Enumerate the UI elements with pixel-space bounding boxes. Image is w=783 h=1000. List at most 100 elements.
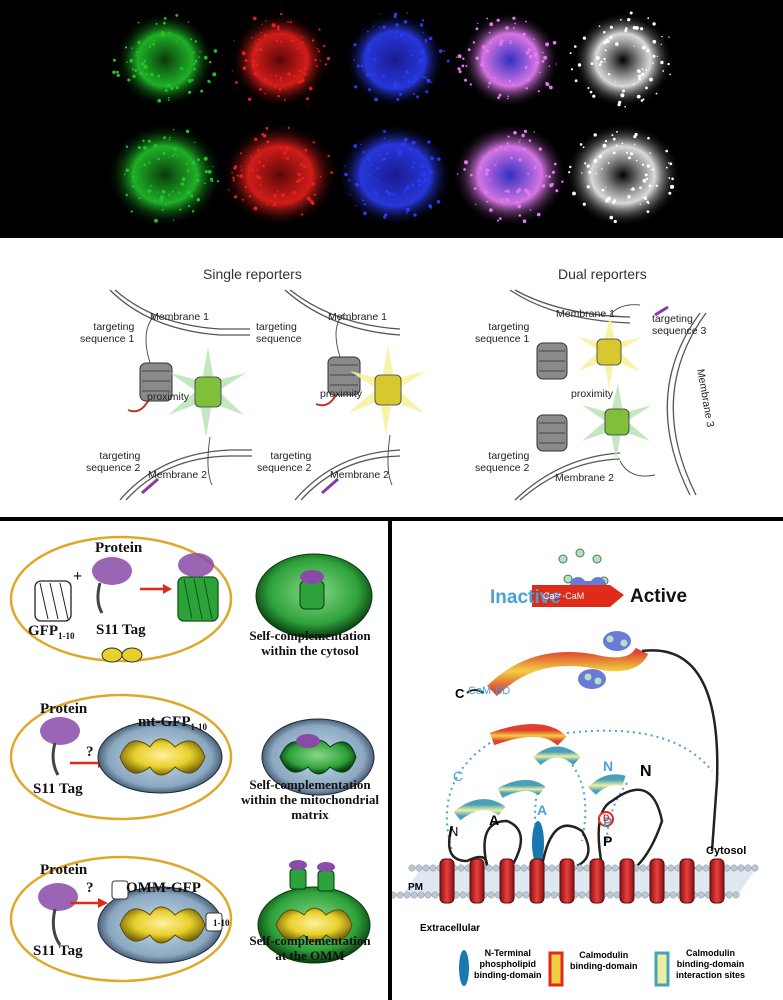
micrograph-speck <box>353 43 357 47</box>
micrograph-speck <box>150 184 153 187</box>
micrograph-speck <box>135 176 138 178</box>
micrograph-speck <box>137 21 140 24</box>
micrograph-speck <box>265 126 269 130</box>
micrograph-speck <box>465 65 468 67</box>
micrograph-speck <box>187 79 192 83</box>
micrograph-speck <box>257 175 262 180</box>
micrograph-speck <box>405 70 409 74</box>
micrograph-speck <box>180 75 182 77</box>
lipid-head <box>459 891 467 899</box>
d-residue <box>598 811 614 827</box>
cytosol-reporter <box>299 570 325 610</box>
micrograph-speck <box>181 177 186 182</box>
lipid-head <box>641 891 649 899</box>
legend-n-terminal-icon <box>459 950 469 986</box>
micrograph-speck <box>388 203 392 207</box>
micrograph-speck <box>625 151 629 154</box>
micrograph-speck <box>161 31 165 35</box>
micrograph-speck <box>312 141 315 144</box>
micrograph-speck <box>385 190 389 194</box>
micrograph-speck <box>389 156 391 159</box>
micrograph-speck <box>371 73 375 77</box>
micrograph-speck <box>628 18 631 20</box>
micrograph-speck <box>258 160 262 164</box>
micrograph-speck <box>395 36 398 39</box>
transmembrane-helix <box>619 858 635 904</box>
micrograph-speck <box>255 63 259 67</box>
micrograph-speck <box>366 73 370 77</box>
transmembrane-helix <box>499 858 515 904</box>
legend-label-1: N-Terminal phospholipid binding-domain <box>474 948 542 980</box>
micrograph-speck <box>422 31 424 34</box>
micrograph-speck <box>143 60 146 63</box>
micrograph-speck <box>402 32 405 36</box>
micrograph-green-row1 <box>115 12 215 108</box>
micrograph-speck <box>112 70 116 75</box>
micrograph-speck <box>488 179 491 182</box>
micrograph-speck <box>607 162 610 164</box>
legend-cambd-icon <box>548 951 564 987</box>
micrograph-speck <box>194 59 198 63</box>
middle-membrane1-label: Membrane 1 <box>328 311 387 323</box>
micrograph-speck <box>646 177 649 180</box>
calcium-dots <box>558 548 609 586</box>
micrograph-speck <box>632 25 637 30</box>
micrograph-speck <box>509 41 512 45</box>
micrograph-speck <box>456 173 459 175</box>
micrograph-speck <box>437 157 441 161</box>
micrograph-white-row1 <box>573 12 673 108</box>
micrograph-speck <box>404 137 408 142</box>
micrograph-red-row2 <box>222 123 338 227</box>
micrograph-speck <box>483 190 488 195</box>
middle-targeting2-label: targeting sequence 2 <box>257 450 312 474</box>
micrograph-speck <box>638 77 641 81</box>
micrograph-speck <box>181 68 184 71</box>
micrograph-speck <box>124 46 128 49</box>
micrograph-speck <box>438 49 443 53</box>
left-targeting1-label: targeting sequence 1 <box>80 321 135 345</box>
micrograph-speck <box>360 143 362 146</box>
left-membrane2-label: Membrane 2 <box>148 469 207 481</box>
micrograph-speck <box>652 54 656 58</box>
micrograph-speck <box>647 17 650 20</box>
micrograph-speck <box>539 71 541 74</box>
lipid-head <box>583 864 591 872</box>
micrograph-speck <box>622 89 625 93</box>
micrograph-speck <box>211 180 214 183</box>
row1-tag-label: S11 Tag <box>96 622 146 638</box>
micrograph-speck <box>406 207 410 212</box>
micrograph-speck <box>668 162 670 164</box>
micrograph-speck <box>598 25 601 28</box>
micrograph-speck <box>383 137 386 140</box>
micrograph-speck <box>251 63 256 67</box>
micrograph-speck <box>429 170 433 174</box>
micrograph-speck <box>633 143 636 145</box>
micrograph-speck <box>249 183 251 185</box>
micrograph-speck <box>190 194 194 198</box>
micrograph-speck <box>483 65 486 67</box>
micrograph-speck <box>265 20 267 22</box>
micrograph-speck <box>153 39 156 42</box>
micrograph-speck <box>315 65 318 68</box>
micrograph-speck <box>372 57 376 61</box>
micrograph-speck <box>279 76 282 79</box>
micrograph-speck <box>615 144 618 147</box>
lipid-head <box>606 891 614 899</box>
micrograph-speck <box>537 90 540 93</box>
micrograph-speck <box>600 60 603 64</box>
micrograph-speck <box>254 137 258 141</box>
micrograph-speck <box>609 215 614 220</box>
micrograph-speck <box>247 97 252 102</box>
micrograph-speck <box>640 27 644 31</box>
micrograph-speck <box>411 200 413 203</box>
membrane-2-left <box>119 449 252 501</box>
micrograph-speck <box>163 136 166 140</box>
micrograph-speck <box>489 22 494 27</box>
micrograph-speck <box>475 203 477 205</box>
micrograph-speck <box>188 205 191 208</box>
micrograph-speck <box>407 186 411 190</box>
micrograph-speck <box>276 27 280 31</box>
lipid-head <box>725 891 733 899</box>
micrograph-speck <box>169 136 171 139</box>
micrograph-speck <box>262 164 265 168</box>
